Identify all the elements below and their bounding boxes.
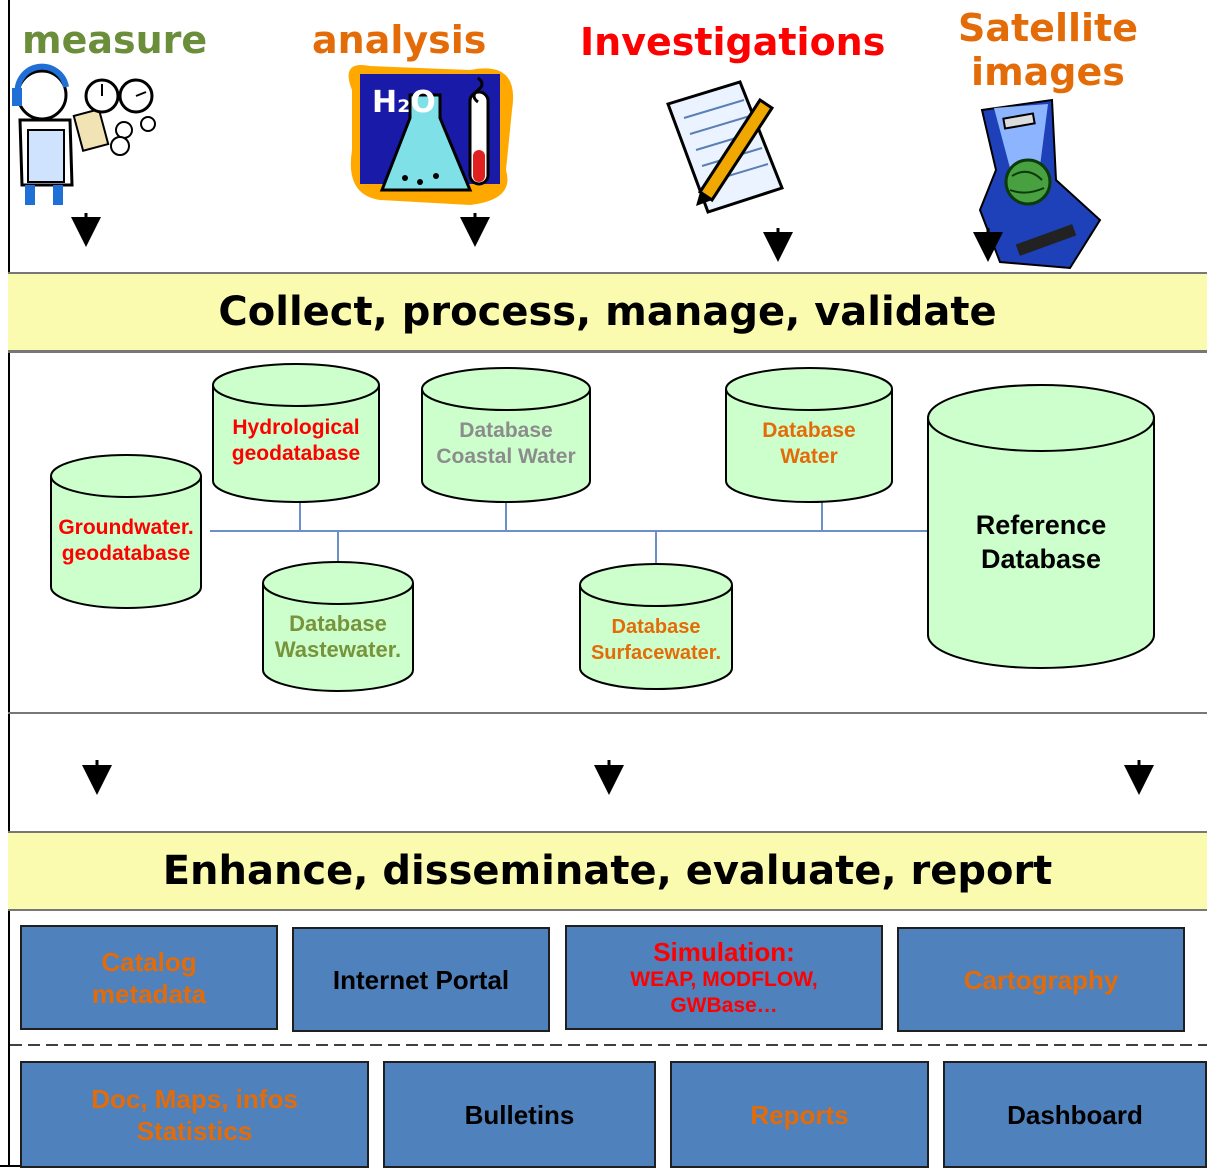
dashboard-label: Dashboard [1007,1099,1143,1130]
arrows-to-enhance [82,760,1154,795]
db-water-line2: Water [780,445,838,468]
arrows-sources-to-collect [71,213,1003,262]
notepad-pen-icon [666,80,784,214]
simulation-line2: WEAP, MODFLOW, [630,967,818,991]
db-wastewater-line2: Wastewater. [274,637,402,662]
source-label-investigations: Investigations [580,20,886,64]
db-label-water: Database Water [719,418,899,470]
output-box-simulation: Simulation: WEAP, MODFLOW, GWBase… [565,925,883,1030]
cylinder-wastewater [262,561,414,692]
doc-maps-line2: Statistics [136,1115,253,1146]
band-collect: Collect, process, manage, validate [8,272,1207,352]
db-label-coastal: Database Coastal Water [416,418,596,470]
bulletins-label: Bulletins [464,1099,575,1130]
db-surfacewater-line2: Surfacewater. [590,642,722,664]
db-surfacewater-line1: Database [611,616,701,638]
source-label-satellite-line1: Satellite [958,6,1138,50]
cylinder-groundwater [50,454,202,609]
satellite-globe-icon [978,98,1102,270]
output-box-reports: Reports [670,1061,929,1168]
output-box-bulletins: Bulletins [383,1061,656,1168]
reports-label: Reports [750,1099,849,1130]
cylinder-surfacewater [579,563,733,690]
technician-gauges-icon [12,63,156,205]
source-label-measure: measure [22,18,208,62]
database-connectors [210,500,928,568]
db-coastal-line1: Database [459,419,553,442]
db-label-wastewater: Database Wastewater. [248,611,428,663]
cartography-label: Cartography [963,964,1119,995]
simulation-line3: GWBase… [670,993,778,1017]
db-hydrological-line2: geodatabase [231,442,361,465]
band-enhance: Enhance, disseminate, evaluate, report [8,831,1207,911]
internet-portal-label: Internet Portal [332,964,510,995]
cylinder-hydrological [212,363,380,503]
output-box-internet-portal: Internet Portal [292,927,550,1032]
catalog-line2: metadata [91,978,207,1009]
doc-maps-line1: Doc, Maps, infos [91,1083,298,1114]
db-label-reference: Reference Database [941,508,1141,576]
db-label-surfacewater: Database Surfacewater. [566,614,746,666]
db-groundwater-line2: geodatabase [61,542,191,565]
output-box-catalog: Catalog metadata [20,925,278,1030]
bottom-left-tick [0,1165,22,1167]
db-reference-line1: Reference [975,510,1107,540]
source-label-satellite-line2: images [971,50,1125,94]
cylinder-reference [927,384,1155,669]
output-box-cartography: Cartography [897,927,1185,1032]
source-label-satellite-images: Satellite images [958,6,1138,94]
svg-text:H₂O: H₂O [372,85,436,120]
db-hydrological-line1: Hydrological [232,416,360,439]
cylinder-coastal [421,367,591,503]
db-wastewater-line1: Database [289,611,387,636]
db-groundwater-line1: Groundwater. [58,516,194,539]
cylinder-water [725,367,893,503]
db-reference-line2: Database [980,544,1102,574]
db-label-hydrological: Hydrological geodatabase [206,415,386,467]
simulation-line1: Simulation: [653,936,795,967]
source-label-analysis: analysis [312,18,487,62]
catalog-line1: Catalog [101,946,197,977]
output-box-doc-maps: Doc, Maps, infos Statistics [20,1061,369,1168]
left-frame-line [8,0,10,1166]
db-water-line1: Database [762,419,856,442]
db-label-groundwater: Groundwater. geodatabase [36,515,216,567]
output-box-dashboard: Dashboard [943,1061,1207,1168]
lab-flask-icon: H₂O [348,65,514,205]
db-coastal-line2: Coastal Water [436,445,576,468]
